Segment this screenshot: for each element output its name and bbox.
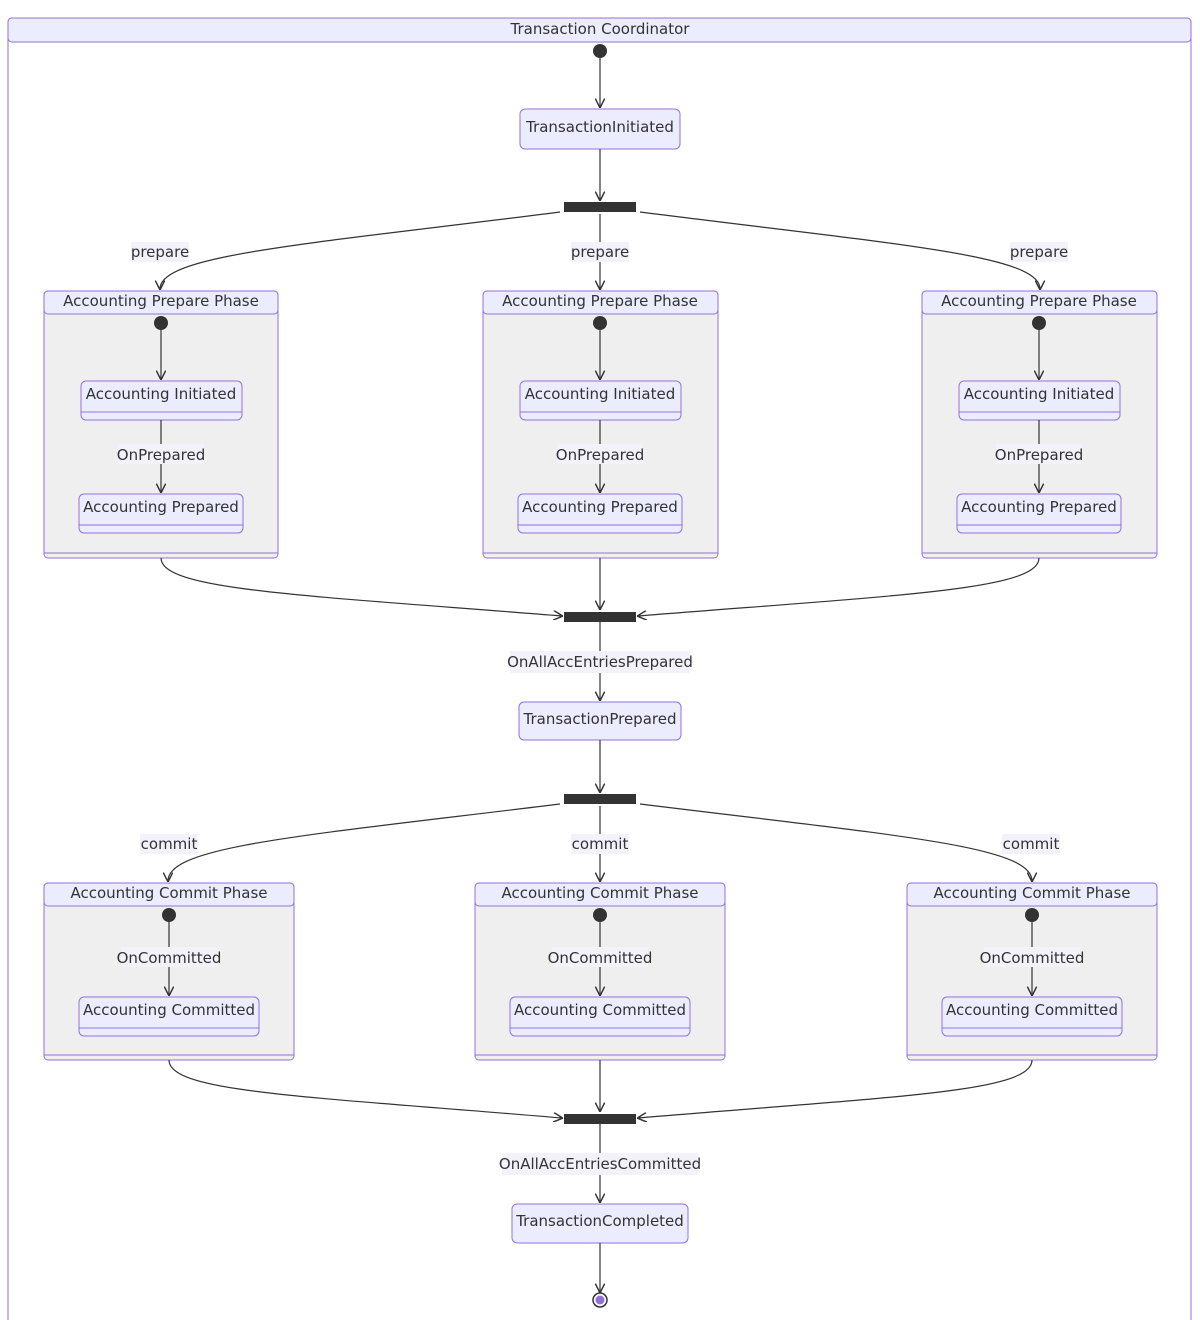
svg-text:TransactionPrepared: TransactionPrepared [523, 710, 677, 728]
commit-phase-3: Accounting Commit Phase OnCommitted Acco… [906, 882, 1158, 1061]
start-node [593, 44, 607, 58]
edge-label-all-committed: OnAllAccEntriesCommitted [499, 1153, 701, 1175]
svg-text:TransactionInitiated: TransactionInitiated [525, 118, 674, 136]
edge-label-onprepared: OnPrepared [117, 446, 205, 464]
state-accounting-prepared [78, 493, 244, 534]
end-node [592, 1292, 608, 1308]
state-accounting-committed [78, 996, 260, 1037]
edge-label-onprepared: OnPrepared [995, 446, 1083, 464]
svg-text:commit: commit [141, 835, 198, 853]
commit-phase-2: Accounting Commit Phase OnCommitted Acco… [474, 882, 726, 1061]
prepare-phase-3: Accounting Prepare Phase Accounting Init… [921, 290, 1158, 559]
prepare-phase-2: Accounting Prepare Phase Accounting Init… [482, 290, 719, 559]
start-node [154, 316, 168, 330]
edge-label-all-prepared: OnAllAccEntriesPrepared [507, 651, 693, 673]
start-node [593, 908, 607, 922]
svg-text:prepare: prepare [131, 243, 189, 261]
state-transaction-prepared: TransactionPrepared [518, 701, 682, 741]
state-accounting-committed [509, 996, 691, 1037]
svg-text:Accounting Initiated: Accounting Initiated [964, 385, 1115, 403]
edge-label-prepare-3: prepare [1010, 242, 1068, 262]
edge-label-onprepared: OnPrepared [556, 446, 644, 464]
edge-label-commit-1: commit [140, 834, 198, 854]
edge-label-commit-3: commit [1002, 834, 1060, 854]
edge-label-commit-2: commit [571, 834, 629, 854]
state-accounting-committed [941, 996, 1123, 1037]
edge-label-prepare-2: prepare [571, 242, 629, 262]
prepare-phase-1: Accounting Prepare Phase Accounting Init… [43, 290, 279, 559]
svg-text:TransactionCompleted: TransactionCompleted [515, 1212, 684, 1230]
prepare-phase-title: Accounting Prepare Phase [63, 292, 259, 310]
coordinator-title: Transaction Coordinator [510, 20, 691, 38]
state-accounting-prepared [956, 493, 1122, 534]
state-transaction-completed: TransactionCompleted [511, 1203, 689, 1244]
commit-phase-title: Accounting Commit Phase [933, 884, 1130, 902]
svg-text:commit: commit [1003, 835, 1060, 853]
join-bar-commit [564, 1114, 636, 1124]
edge-label-prepare-1: prepare [131, 242, 189, 262]
svg-text:Accounting Committed: Accounting Committed [946, 1001, 1118, 1019]
prepare-phase-title: Accounting Prepare Phase [502, 292, 698, 310]
start-node [1025, 908, 1039, 922]
svg-text:prepare: prepare [1010, 243, 1068, 261]
svg-text:OnAllAccEntriesCommitted: OnAllAccEntriesCommitted [499, 1155, 701, 1173]
svg-text:Accounting Prepared: Accounting Prepared [83, 498, 239, 516]
svg-text:Accounting Prepared: Accounting Prepared [961, 498, 1117, 516]
edge-label-oncommitted: OnCommitted [980, 949, 1085, 967]
state-transaction-initiated: TransactionInitiated [519, 108, 681, 150]
svg-text:OnAllAccEntriesPrepared: OnAllAccEntriesPrepared [507, 653, 693, 671]
state-accounting-prepared [517, 493, 683, 534]
start-node [162, 908, 176, 922]
svg-text:prepare: prepare [571, 243, 629, 261]
svg-text:Accounting Initiated: Accounting Initiated [86, 385, 237, 403]
commit-phase-title: Accounting Commit Phase [501, 884, 698, 902]
svg-text:commit: commit [572, 835, 629, 853]
edge-label-oncommitted: OnCommitted [117, 949, 222, 967]
prepare-phase-title: Accounting Prepare Phase [941, 292, 1137, 310]
edge-label-oncommitted: OnCommitted [548, 949, 653, 967]
commit-phase-title: Accounting Commit Phase [70, 884, 267, 902]
fork-bar-commit [564, 794, 636, 804]
start-node [593, 316, 607, 330]
svg-text:Accounting Committed: Accounting Committed [83, 1001, 255, 1019]
join-bar-prepare [564, 612, 636, 622]
commit-phase-1: Accounting Commit Phase OnCommitted Acco… [43, 882, 295, 1061]
fork-bar-prepare [564, 202, 636, 212]
start-node [1032, 316, 1046, 330]
svg-text:Accounting Initiated: Accounting Initiated [525, 385, 676, 403]
svg-text:Accounting Prepared: Accounting Prepared [522, 498, 678, 516]
svg-text:Accounting Committed: Accounting Committed [514, 1001, 686, 1019]
